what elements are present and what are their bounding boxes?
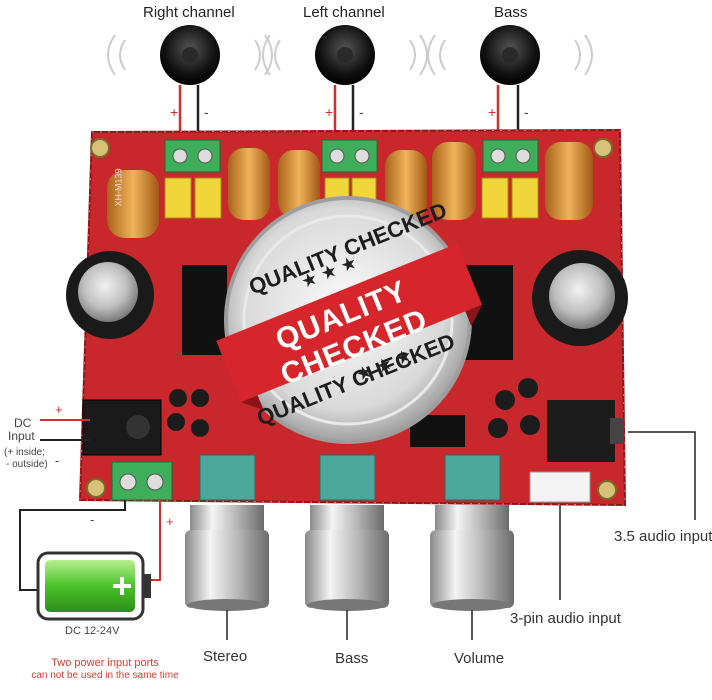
label-knob-stereo: Stereo	[203, 648, 248, 665]
terminal-plus-right: +	[170, 104, 179, 120]
audio-3pin-connector	[529, 471, 591, 503]
speaker-terminals	[164, 139, 539, 173]
dc-minus-mark: -	[55, 453, 60, 468]
label-bass-speaker: Bass	[494, 4, 528, 21]
knob-volume	[430, 454, 514, 611]
board-model-label: XH-M139	[113, 168, 124, 207]
small-capacitors	[167, 378, 540, 438]
knob-bass	[305, 454, 389, 611]
label-left-channel: Left channel	[303, 4, 385, 21]
dc-screw-terminal	[111, 461, 173, 501]
label-right-channel: Right channel	[143, 4, 235, 21]
terminal-minus-right: -	[204, 104, 209, 120]
electrolytic-capacitor-right	[532, 250, 628, 346]
terminal-minus-left: -	[359, 104, 364, 120]
label-dc-range: DC 12-24V	[65, 625, 120, 637]
label-knob-volume: Volume	[454, 650, 505, 667]
audio-jack-35	[547, 400, 624, 462]
dc-jack	[82, 399, 162, 456]
pointer-lines	[226, 431, 696, 640]
speaker-right-icon	[107, 25, 273, 85]
dc-input-wires	[40, 419, 90, 441]
dc-input-label-4: - outside)	[6, 459, 48, 470]
label-35-audio-input: 3.5 audio input	[614, 528, 712, 545]
terminal-plus-left: +	[325, 104, 334, 120]
terminal-plus-bass: +	[488, 104, 497, 120]
dc-input-label-1: DC	[14, 416, 32, 430]
battery-minus-mark: -	[90, 512, 95, 527]
warning-line-2: can not be used in the same time	[31, 670, 179, 681]
quality-checked-stamp	[216, 196, 483, 444]
battery-icon	[36, 551, 151, 621]
inductor-coils	[107, 142, 593, 238]
label-knob-bass: Bass	[335, 650, 369, 667]
dc-input-label-3: (+ inside;	[4, 447, 45, 458]
warning-line-1: Two power input ports	[51, 657, 159, 669]
knob-stereo	[185, 454, 269, 611]
terminal-minus-bass: -	[524, 104, 529, 120]
battery-plus-mark: +	[166, 514, 174, 529]
dc-input-label-2: Input	[8, 429, 35, 443]
label-3pin-audio-input: 3-pin audio input	[510, 610, 621, 627]
speaker-bass-icon	[427, 25, 593, 85]
electrolytic-capacitor-left	[66, 251, 154, 339]
battery-wires	[19, 500, 161, 591]
speaker-left-icon	[262, 25, 428, 85]
dc-plus-mark: +	[55, 402, 63, 417]
